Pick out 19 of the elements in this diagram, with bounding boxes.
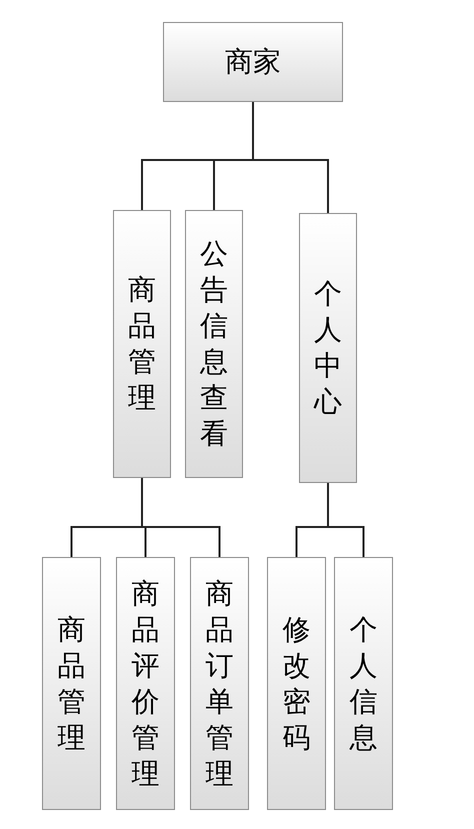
- process-box: [334, 557, 393, 810]
- connector-line: [327, 483, 364, 557]
- box-label: 商品订单管理: [204, 576, 234, 792]
- process-box: [42, 557, 101, 810]
- box-label: 商品管理: [56, 612, 86, 756]
- process-box: [163, 22, 343, 102]
- box-label: 商品评价管理: [130, 576, 160, 792]
- process-box: [113, 210, 171, 478]
- process-box: [116, 557, 175, 810]
- process-box: [299, 213, 357, 483]
- process-box: [267, 557, 326, 810]
- process-box: [190, 557, 249, 810]
- box-label: 商品管理: [127, 272, 157, 416]
- box-label: 公告信息查看: [199, 236, 229, 452]
- box-label: 个人信息: [348, 612, 378, 756]
- box-label: 修改密码: [282, 612, 312, 756]
- process-box: [185, 210, 243, 478]
- box-label: 商家: [225, 44, 281, 80]
- box-label: 个人中心: [313, 276, 343, 420]
